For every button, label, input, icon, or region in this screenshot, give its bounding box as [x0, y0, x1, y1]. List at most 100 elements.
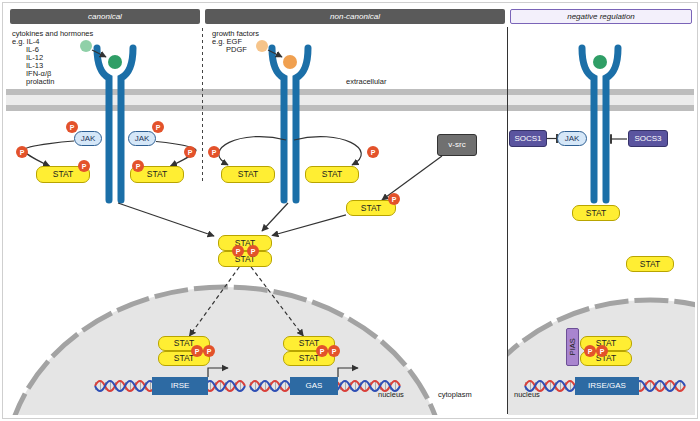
phosphate-circle: P: [247, 245, 259, 257]
binding-arrow: [92, 50, 106, 57]
stat-protein: STAT: [218, 251, 272, 267]
phosphate-circle: P: [184, 146, 196, 158]
bound-ligand: [108, 55, 122, 69]
binding-arrow: [268, 50, 282, 57]
node-text: P: [212, 149, 217, 156]
phosphate-circle: P: [78, 160, 90, 172]
node-text: non-canonical: [330, 13, 380, 21]
node-text: v-src: [448, 141, 465, 149]
stat-protein: STAT: [221, 166, 275, 183]
phosphate-circle: P: [16, 146, 28, 158]
vsrc-kinase: v-src: [437, 134, 477, 156]
node-text: STAT: [147, 170, 167, 179]
node-text: JAK: [565, 135, 580, 143]
annotation-label: nucleus: [514, 391, 540, 399]
dna-strand: [525, 381, 685, 391]
node-text: STAT: [238, 170, 258, 179]
node-text: JAK: [135, 135, 150, 143]
node-text: P: [20, 149, 25, 156]
annotation-label: e.g. IL-4: [12, 38, 40, 46]
node-text: PIAS: [569, 338, 577, 355]
arrow-connector: [189, 267, 239, 336]
nucleus-fill: [508, 300, 695, 415]
socs-inhibitor: SOCS3: [628, 130, 668, 147]
jak-kinase: JAK: [74, 131, 102, 146]
node-text: P: [70, 124, 75, 131]
jak-kinase: JAK: [128, 131, 156, 146]
phosphorylation-arrow: [294, 137, 361, 165]
jak-kinase: JAK: [557, 131, 587, 146]
node-text: SOCS1: [514, 135, 541, 143]
node-text: P: [188, 149, 193, 156]
phosphorylation-arrow: [219, 137, 286, 165]
node-text: STAT: [586, 209, 606, 218]
annotation-label: IL-6: [26, 46, 39, 54]
node-text: P: [156, 124, 161, 131]
phosphate-circle: P: [367, 146, 379, 158]
stat-protein: STAT: [305, 166, 359, 183]
node-text: STAT: [640, 260, 660, 269]
node-text: SOCS3: [634, 135, 661, 143]
receptor: [582, 48, 618, 200]
receptor: [97, 48, 133, 200]
socs-inhibitor: SOCS1: [509, 130, 547, 147]
phosphate-circle: P: [66, 121, 78, 133]
node-text: P: [82, 163, 87, 170]
node-text: P: [236, 248, 241, 255]
phosphate-circle: P: [388, 193, 400, 205]
annotation-label: IFN-α/β: [26, 70, 51, 78]
transcription-arrow: [208, 368, 228, 377]
panel-header: non-canonical: [205, 9, 505, 24]
node-text: IRSE/GAS: [588, 382, 626, 390]
node-text: P: [332, 348, 337, 355]
dna-rungs: [525, 382, 685, 390]
arrow-connector: [24, 141, 74, 166]
arrow-connector: [547, 138, 557, 139]
phosphate-circle: P: [232, 245, 244, 257]
stat-protein: STAT: [626, 256, 674, 272]
panel-divider: [202, 28, 203, 182]
phosphate-circle: P: [132, 160, 144, 172]
bound-ligand: [593, 55, 607, 69]
node-text: P: [588, 348, 593, 355]
phosphate-circle: P: [584, 345, 596, 357]
node-text: negative regulation: [567, 13, 635, 21]
receptor-chain: [582, 48, 594, 200]
dna-helix: [525, 381, 685, 391]
node-text: P: [320, 348, 325, 355]
node-text: JAK: [81, 135, 96, 143]
transcription-arrow: [338, 368, 358, 377]
phosphate-circle: P: [328, 345, 340, 357]
nuclear-envelope: [508, 300, 695, 415]
annotation-label: cytokines and hormones: [12, 30, 93, 38]
stat-protein: STAT: [218, 235, 272, 251]
node-text: P: [207, 348, 212, 355]
node-text: STAT: [174, 354, 194, 363]
node-text: IRSE: [171, 382, 190, 390]
nucleus-right: [508, 300, 695, 415]
node-text: STAT: [361, 204, 381, 213]
annotation-label: prolactin: [26, 78, 54, 86]
stat-protein: STAT: [572, 205, 620, 221]
free-ligand: [80, 40, 92, 52]
arrow-connector: [272, 215, 346, 236]
panel-divider: [507, 27, 508, 414]
panel-header: negative regulation: [510, 9, 692, 24]
nucleus-left: [6, 287, 445, 415]
phosphate-circle: P: [316, 345, 328, 357]
annotation-label: IL-13: [26, 62, 43, 70]
dimerization-arrow: [118, 203, 214, 236]
nucleus-fill: [6, 287, 445, 415]
annotation-label: cytoplasm: [438, 391, 472, 399]
dna-element: GAS: [290, 377, 338, 395]
annotation-label: extracellular: [346, 78, 386, 86]
annotation-label: e.g. EGF: [212, 38, 242, 46]
annotation-label: PDGF: [226, 46, 247, 54]
node-text: STAT: [322, 170, 342, 179]
node-text: P: [136, 163, 141, 170]
annotation-label: nucleus: [378, 391, 404, 399]
bound-ligand: [283, 55, 297, 69]
node-text: GAS: [306, 382, 323, 390]
free-ligand: [256, 40, 268, 52]
